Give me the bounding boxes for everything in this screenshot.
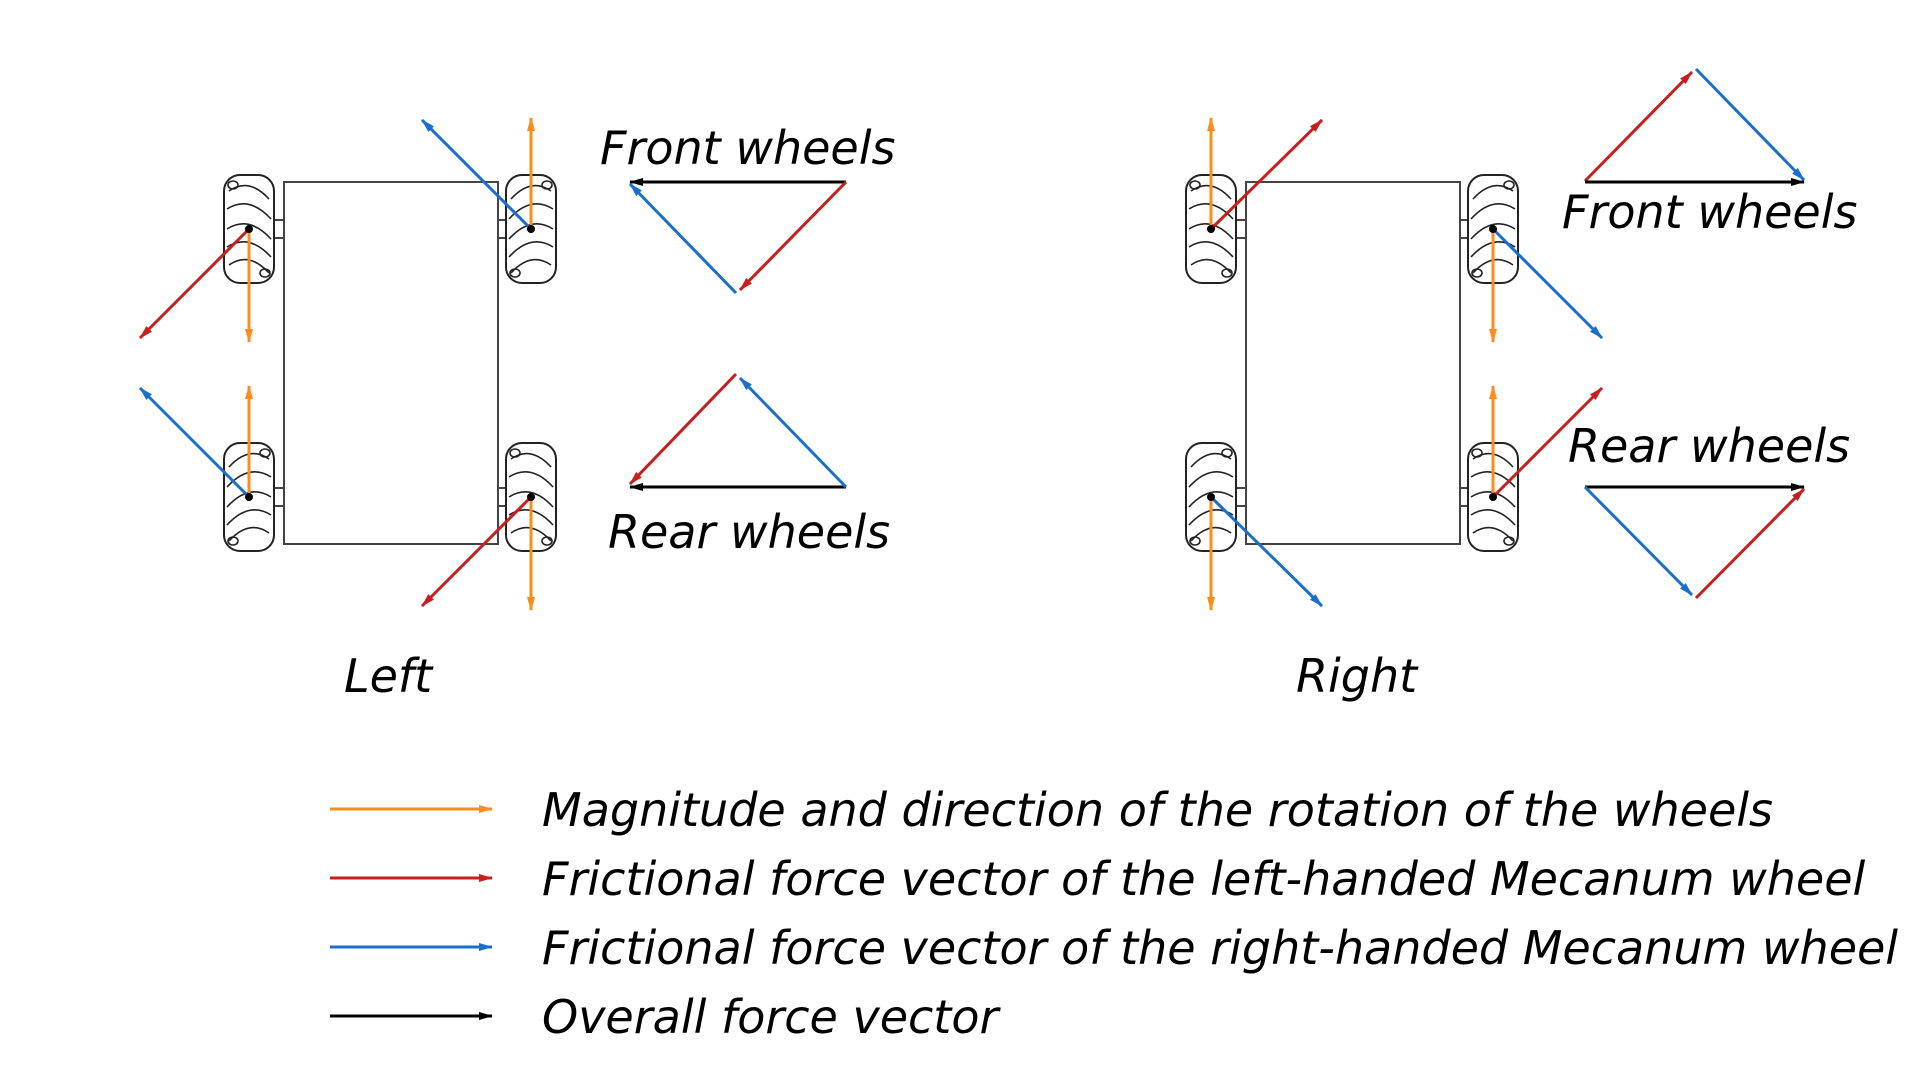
legend-item-overall: Overall force vector <box>330 990 1001 1044</box>
legend-right-handed-label: Frictional force vector of the right-han… <box>542 921 1898 975</box>
left-rl-friction-arrow <box>138 386 251 499</box>
left-chassis <box>283 181 499 545</box>
left-front-blue-vector <box>628 182 738 295</box>
left-front-red-vector <box>738 180 848 292</box>
right-fr-friction-arrow <box>1491 227 1604 340</box>
right-rl-friction-arrow <box>1209 495 1324 608</box>
legend-left-handed-label: Frictional force vector of the left-hand… <box>542 852 1866 906</box>
left-rr-friction-arrow <box>420 495 533 608</box>
legend-item-right-handed: Frictional force vector of the right-han… <box>330 921 1898 975</box>
right-front-red-vector <box>1583 70 1694 183</box>
right-chassis <box>1245 181 1461 545</box>
left-rear-blue-vector <box>738 376 848 489</box>
right-rr-friction-arrow <box>1491 386 1604 499</box>
right-rear-blue-vector <box>1583 485 1694 597</box>
left-rear-red-vector <box>628 372 738 486</box>
left-fr-friction-arrow <box>420 118 533 231</box>
legend: Magnitude and direction of the rotation … <box>330 783 1898 1044</box>
left-fl-friction-arrow <box>138 227 251 340</box>
left-panel: Front wheels Rear wheels Left <box>138 117 895 703</box>
right-rear-red-vector <box>1694 487 1806 600</box>
right-fl-friction-arrow <box>1209 118 1324 231</box>
legend-overall-label: Overall force vector <box>542 990 1001 1044</box>
right-panel: Front wheels Rear wheels Right <box>1185 67 1857 703</box>
right-front-wheels-label: Front wheels <box>1562 185 1857 239</box>
legend-rotation-label: Magnitude and direction of the rotation … <box>542 783 1773 837</box>
left-front-wheels-label: Front wheels <box>600 121 895 175</box>
right-panel-title: Right <box>1296 649 1419 703</box>
right-front-blue-vector <box>1694 67 1806 182</box>
left-panel-title: Left <box>344 649 434 703</box>
legend-item-left-handed: Frictional force vector of the left-hand… <box>330 852 1866 906</box>
left-rear-wheels-label: Rear wheels <box>608 505 890 559</box>
legend-item-rotation: Magnitude and direction of the rotation … <box>330 783 1773 837</box>
right-rear-wheels-label: Rear wheels <box>1568 419 1850 473</box>
